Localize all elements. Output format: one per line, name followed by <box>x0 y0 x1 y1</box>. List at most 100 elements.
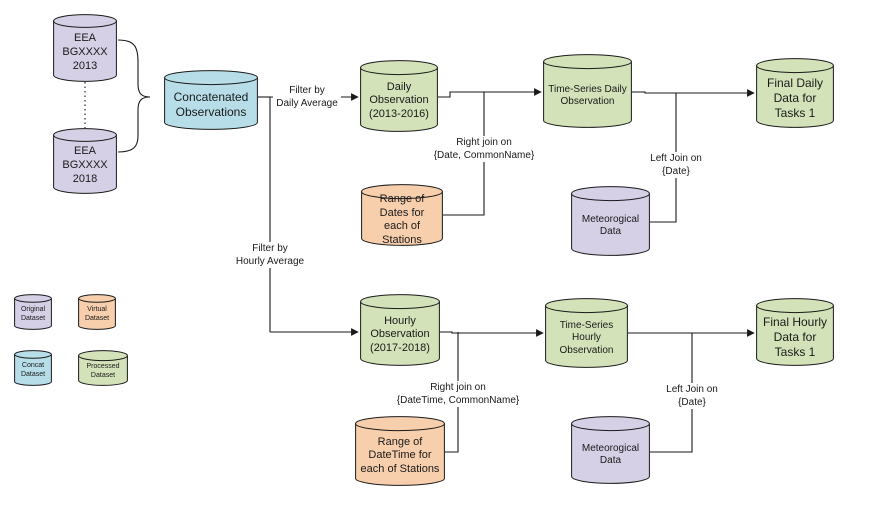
right-join-daily-label: Right join on {Date, CommonName} <box>428 136 540 162</box>
cylinder-top <box>360 294 440 310</box>
cylinder-shape <box>361 184 443 246</box>
concatenated-observations-cylinder: Concatenated Observations <box>164 70 258 130</box>
range-of-dates-cylinder: Range of Dates for each of Stations <box>361 184 443 246</box>
cylinder-body <box>756 65 834 128</box>
timeseries-hourly-cylinder: Time-Series Hourly Observation <box>545 298 628 368</box>
cylinder-top <box>361 184 443 200</box>
cylinder-top <box>53 14 117 28</box>
final-hourly-label: Final Hourly Data for Tasks 1 <box>762 314 828 359</box>
eea-2013-cylinder: EEA BGXXXX 2013 <box>53 14 117 82</box>
cylinder-body <box>571 423 650 484</box>
cylinder-shape <box>360 60 438 132</box>
cylinder-shape <box>53 14 117 82</box>
legend-virtual-dataset: Virtual Dataset <box>78 294 116 330</box>
cylinder-top <box>756 298 834 314</box>
cylinder-shape <box>756 298 834 366</box>
cylinder-shape <box>571 416 650 484</box>
cylinder-shape <box>355 416 445 486</box>
grouping-brace <box>117 39 151 153</box>
cylinder-body <box>360 67 438 132</box>
cylinder-shape <box>164 70 258 130</box>
meteorogical-data-2-label: Meteorogical Data <box>581 442 640 467</box>
cylinder-body <box>571 193 650 256</box>
cylinder-body <box>164 77 258 130</box>
cylinder-top <box>14 294 52 303</box>
final-daily-label: Final Daily Data for Tasks 1 <box>766 75 823 120</box>
daily-observation-label: Daily Observation (2013-2016) <box>369 80 429 121</box>
cylinder-top <box>360 60 438 76</box>
cylinder-shape <box>14 350 52 386</box>
cylinder-body <box>756 305 834 366</box>
eea-2018-label: EEA BGXXXX 2018 <box>62 145 108 185</box>
cylinder-body <box>53 21 117 82</box>
meteorogical-data-2-cylinder: Meteorogical Data <box>571 416 650 484</box>
left-join-hourly-label: Left Join on {Date} <box>660 383 724 409</box>
right-join-hourly-label: Right join on {DateTime, CommonName} <box>392 381 524 407</box>
legend-concat-label: Concat Dataset <box>20 362 46 378</box>
cylinder-top <box>355 416 445 432</box>
cylinder-shape <box>756 58 834 128</box>
cylinder-body <box>14 354 52 386</box>
filter-hourly-label: Filter by Hourly Average <box>231 242 309 268</box>
cylinder-body <box>355 423 445 486</box>
cylinder-top <box>78 350 128 362</box>
cylinder-top <box>756 58 834 74</box>
timeseries-daily-cylinder: Time-Series Daily Observation <box>543 54 632 128</box>
arrow-timeseries-to-final-daily <box>632 89 755 97</box>
cylinder-body <box>78 298 116 330</box>
cylinder-top <box>164 70 258 86</box>
daily-observation-cylinder: Daily Observation (2013-2016) <box>360 60 438 132</box>
cylinder-body <box>53 135 117 194</box>
cylinder-shape <box>78 350 128 386</box>
final-daily-cylinder: Final Daily Data for Tasks 1 <box>756 58 834 128</box>
cylinder-shape <box>53 128 117 194</box>
cylinder-top <box>14 350 52 359</box>
legend-original-dataset: Original Dataset <box>14 294 52 330</box>
cylinder-shape <box>571 186 650 256</box>
cylinder-top <box>571 186 650 202</box>
cylinder-body <box>78 355 128 386</box>
meteorogical-data-1-label: Meteorogical Data <box>581 213 640 238</box>
arrow-hourly-to-timeseries <box>440 329 544 337</box>
arrow-daily-to-timeseries <box>438 88 542 98</box>
timeseries-hourly-label: Time-Series Hourly Observation <box>559 319 614 356</box>
eea-2013-label: EEA BGXXXX 2013 <box>62 32 108 72</box>
hourly-observation-cylinder: Hourly Observation (2017-2018) <box>360 294 440 366</box>
cylinder-body <box>360 301 440 366</box>
cylinder-body <box>545 305 628 368</box>
cylinder-shape <box>360 294 440 366</box>
legend-processed-label: Processed Dataset <box>86 363 120 379</box>
cylinder-body <box>543 61 632 128</box>
range-of-datetime-cylinder: Range of DateTime for each of Stations <box>355 416 445 486</box>
hourly-observation-label: Hourly Observation (2017-2018) <box>370 314 430 355</box>
cylinder-body <box>14 298 52 330</box>
legend-processed-dataset: Processed Dataset <box>78 350 128 386</box>
filter-daily-label: Filter by Daily Average <box>273 84 341 110</box>
left-join-daily-label: Left Join on {Date} <box>643 152 709 178</box>
range-datetime-join-line <box>445 332 459 453</box>
meteorogical-data-1-cylinder: Meteorogical Data <box>571 186 650 256</box>
cylinder-top <box>53 128 117 142</box>
final-hourly-cylinder: Final Hourly Data for Tasks 1 <box>756 298 834 366</box>
range-of-dates-label: Range of Dates for each of Stations <box>379 192 425 246</box>
cylinder-shape <box>78 294 116 330</box>
meteo1-join-line <box>650 93 677 223</box>
cylinder-body <box>361 191 443 246</box>
range-dates-join-line <box>443 92 485 216</box>
meteo2-join-line <box>650 333 693 453</box>
cylinder-shape <box>545 298 628 368</box>
cylinder-top <box>571 416 650 432</box>
cylinder-top <box>543 54 632 70</box>
range-of-datetime-label: Range of DateTime for each of Stations <box>360 435 440 476</box>
legend-concat-dataset: Concat Dataset <box>14 350 52 386</box>
concatenated-observations-label: Concatenated Observations <box>173 90 249 120</box>
legend-virtual-label: Virtual Dataset <box>84 306 110 322</box>
cylinder-shape <box>14 294 52 330</box>
cylinder-top <box>78 294 116 303</box>
eea-2018-cylinder: EEA BGXXXX 2018 <box>53 128 117 194</box>
cylinder-top <box>545 298 628 314</box>
cylinder-shape <box>543 54 632 128</box>
legend-original-label: Original Dataset <box>20 306 46 322</box>
timeseries-daily-label: Time-Series Daily Observation <box>548 83 627 108</box>
